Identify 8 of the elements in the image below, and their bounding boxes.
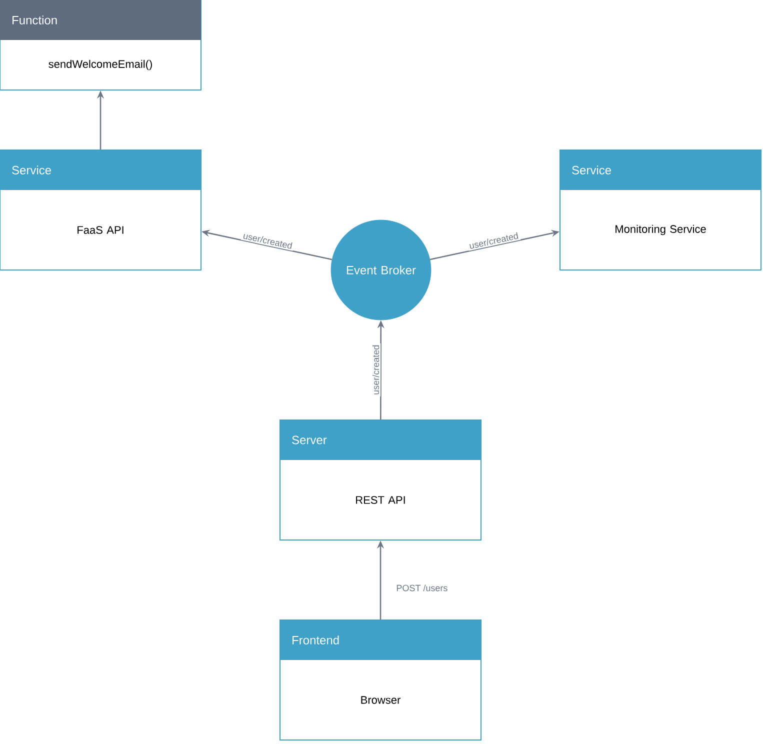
edge-label: user/created bbox=[372, 345, 380, 394]
service-box: Server REST API bbox=[280, 420, 482, 540]
service-box: Function sendWelcomeEmail() bbox=[0, 0, 202, 90]
edge-label: user/created bbox=[243, 234, 292, 249]
service-box: Service Monitoring Service bbox=[560, 150, 762, 270]
edge-label: POST /users bbox=[396, 584, 448, 592]
service-box: Service FaaS API bbox=[0, 150, 202, 270]
service-box: Frontend Browser bbox=[280, 620, 482, 740]
